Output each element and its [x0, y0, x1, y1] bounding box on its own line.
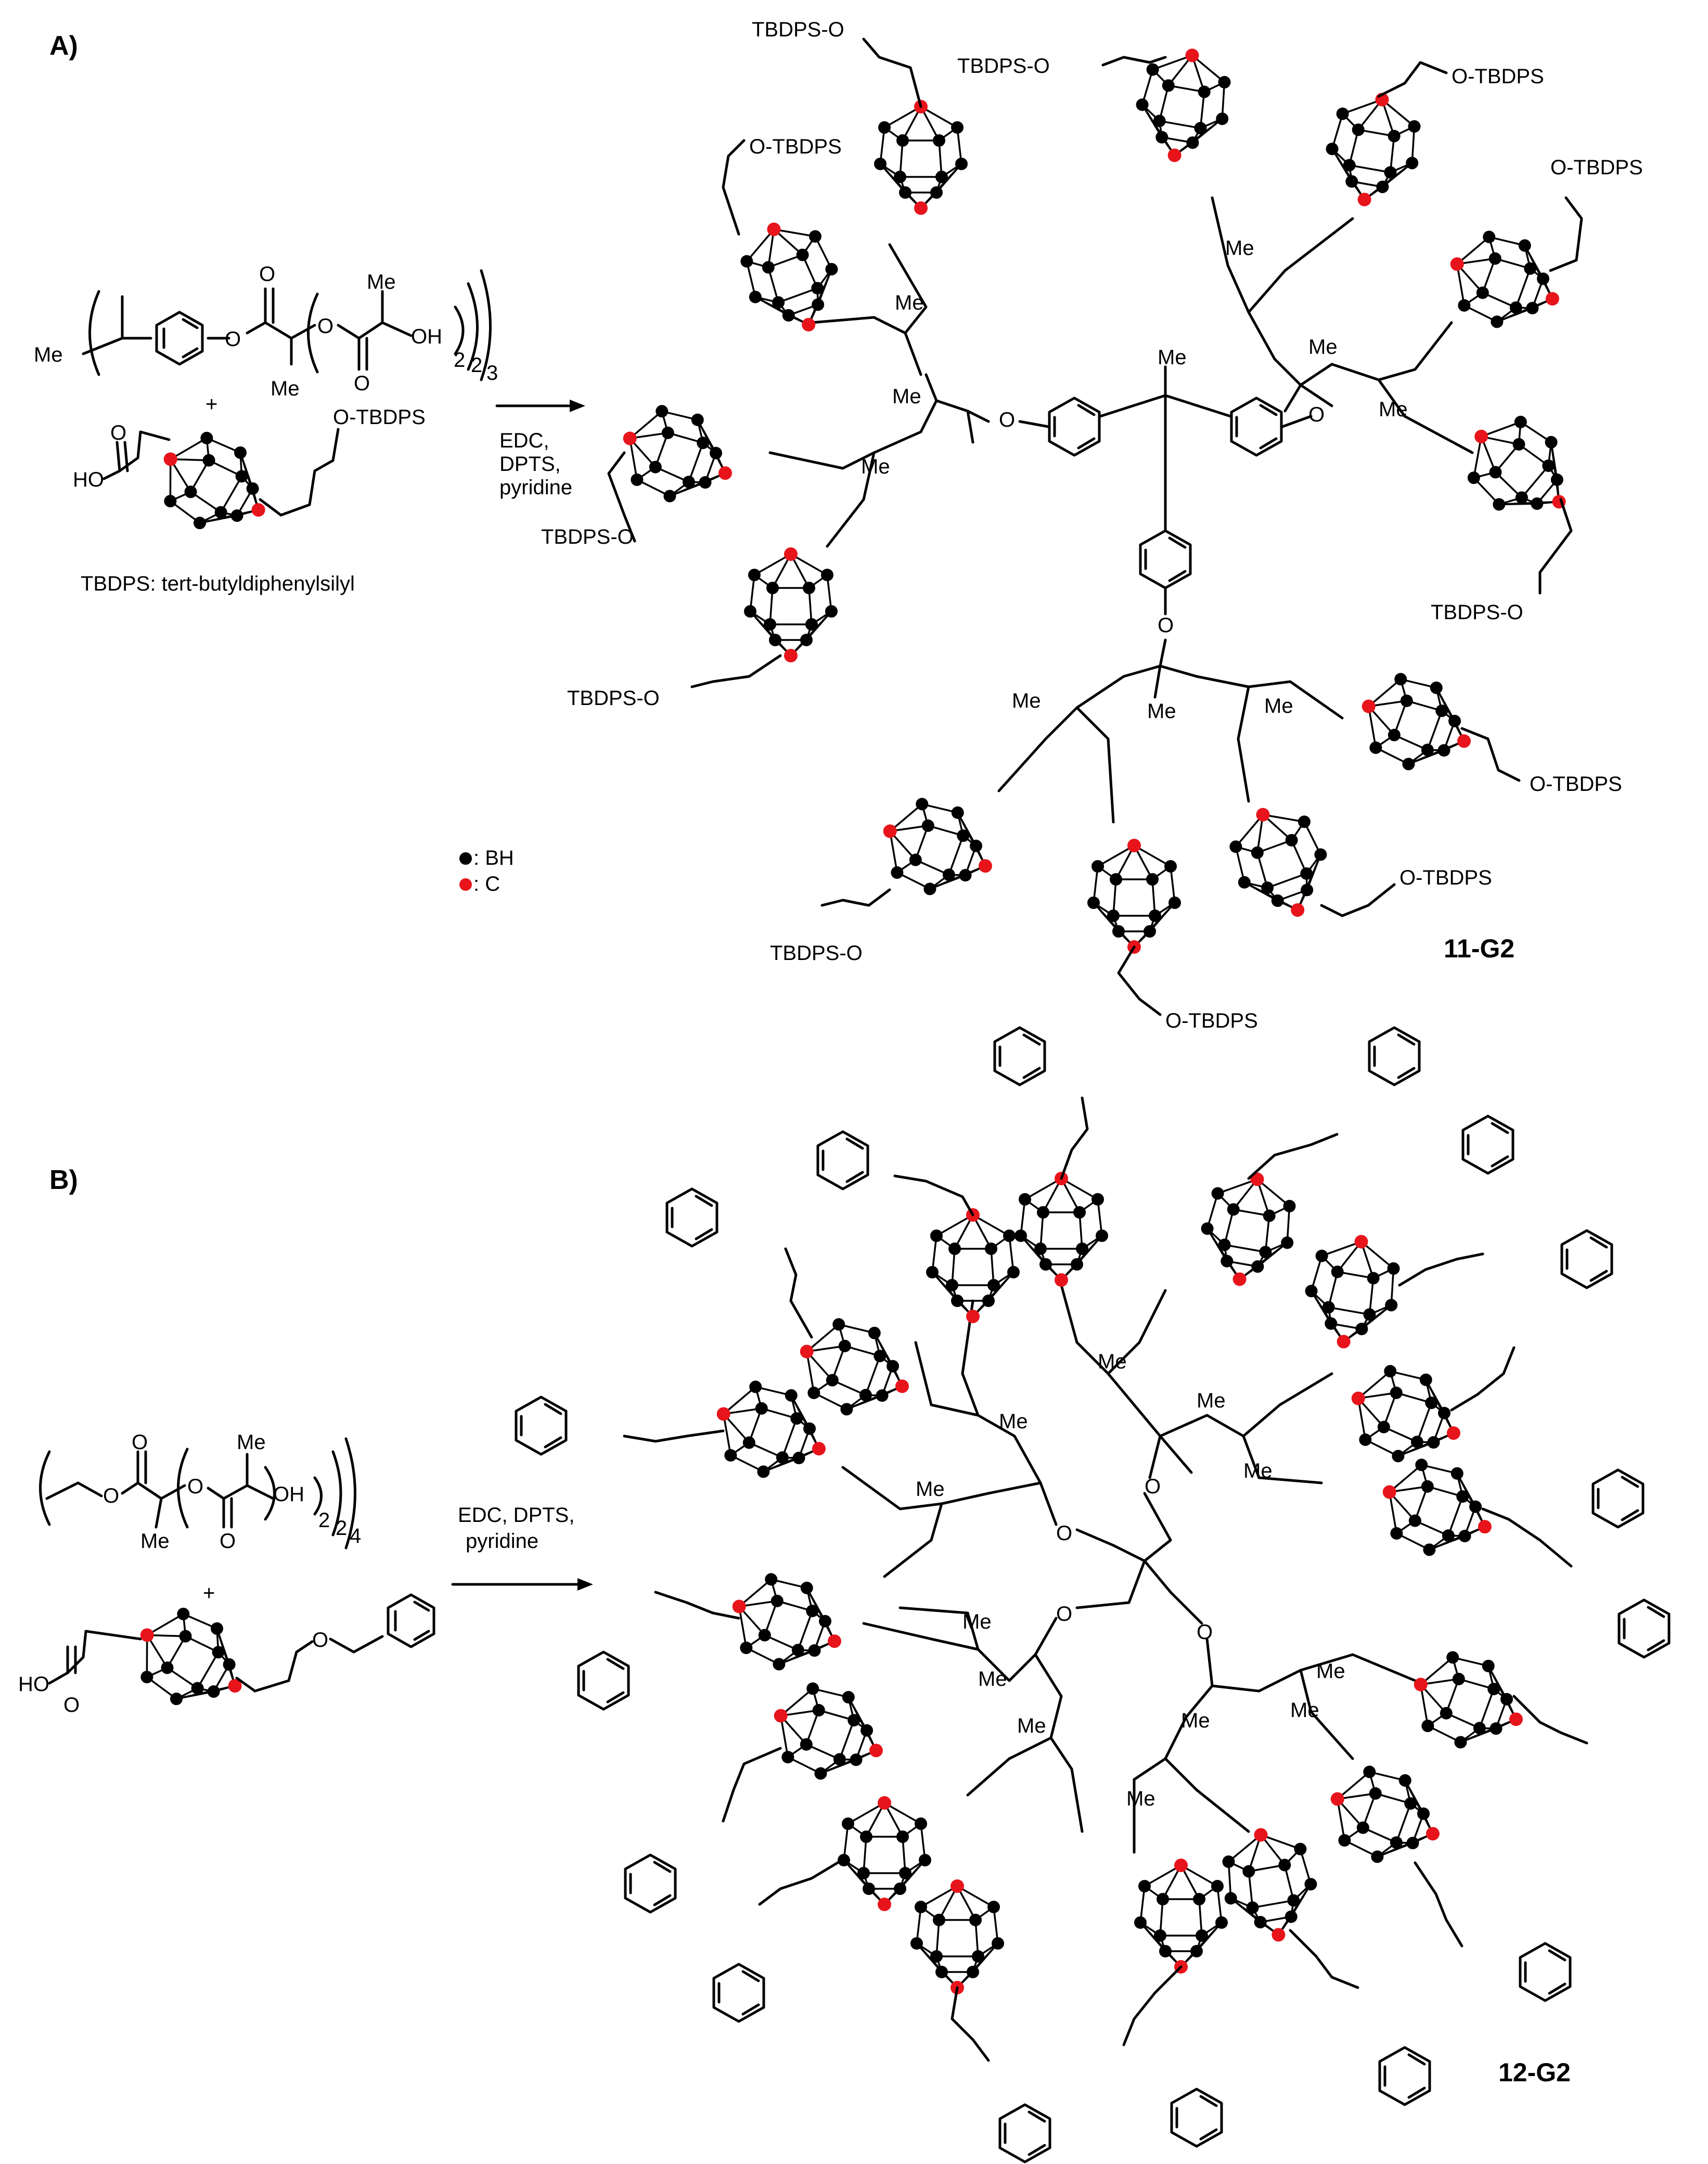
b-subscript-inner: 2 [318, 1509, 330, 1532]
core-o-2: O [1308, 403, 1325, 426]
legend-c-dot [459, 878, 472, 891]
b-g2-me-3: Me [916, 1478, 945, 1501]
panel-b-reactant-carborane-acid: HO O O [18, 1590, 434, 1731]
product-12-g2-structure: O O O O Me Me Me Me [516, 1028, 1669, 2162]
g1-me-5: Me [1012, 689, 1041, 712]
core-o-b: O [1056, 1522, 1072, 1545]
panel-a-reactant-dendron: Me Me Me O O O O OH 2 2 3 [34, 263, 498, 400]
panel-b-label: B) [49, 1165, 78, 1195]
end-group-7: O-TBDPS [1530, 773, 1622, 796]
end-group-6: TBDPS-O [1431, 601, 1523, 624]
b-o-carbonyl-2: O [220, 1530, 236, 1553]
end-group-12: TBDPS-O [770, 942, 863, 965]
b-o-ester-1: O [103, 1484, 119, 1507]
end-group-11: TBDPS-O [567, 687, 660, 710]
end-group-2: TBDPS-O [957, 55, 1050, 78]
g1-me-2: Me [861, 455, 890, 478]
panel-a-label: A) [49, 31, 78, 61]
end-group-8: O-TBDPS [1399, 866, 1492, 889]
compound-label-11-g2: 11-G2 [1444, 934, 1514, 963]
me-top-label: Me [367, 271, 396, 293]
b-g2-me-5: Me [1017, 1714, 1046, 1737]
end-group-1: TBDPS-O [752, 18, 844, 41]
reaction-arrow-a [495, 400, 585, 412]
b-subscript-mid: 2 [336, 1517, 347, 1540]
legend-bh-label: : BH [473, 847, 514, 869]
b-g2-me-1: Me [1098, 1350, 1127, 1373]
o-carbonyl-1: O [259, 263, 275, 286]
plus-sign-b: + [203, 1582, 215, 1605]
b-g2-me-7: Me [1126, 1787, 1155, 1810]
tbdps-ether-label: O-TBDPS [333, 406, 426, 429]
g1-me-3: Me [1225, 237, 1254, 260]
panel-b-reactant-dendron: O O O O Me Me OH 2 2 4 [39, 1431, 361, 1553]
o-ester-1: O [225, 328, 241, 351]
me-left-label: Me [34, 343, 63, 366]
plus-sign-a: + [206, 393, 217, 416]
b-me-top-label: Me [237, 1431, 266, 1454]
core-o-3: O [1158, 614, 1174, 637]
core-o-c: O [1056, 1603, 1072, 1625]
end-group-5: O-TBDPS [1550, 156, 1643, 179]
core-o-a: O [1145, 1475, 1161, 1498]
reagent-a-line3: pyridine [499, 476, 572, 499]
legend: : BH : C [459, 847, 514, 895]
tbdps-definition: TBDPS: tert-butyldiphenylsilyl [81, 572, 355, 595]
o-carbonyl-2: O [354, 372, 370, 395]
b-acid-o-label: O [63, 1694, 80, 1717]
reagent-a-line2: DPTS, [499, 453, 561, 476]
reagent-b-line1: EDC, DPTS, [458, 1504, 574, 1527]
core-me: Me [1158, 346, 1187, 369]
acid-o-label: O [110, 421, 126, 444]
b-me-3: Me [978, 1668, 1007, 1691]
subscript-mid: 2 [471, 354, 482, 377]
end-group-3: O-TBDPS [749, 135, 842, 158]
core-o-d: O [1197, 1621, 1213, 1644]
legend-c-label: : C [473, 873, 500, 895]
legend-bh-dot [459, 852, 472, 865]
inner-me-2: Me [1308, 336, 1338, 358]
g1-me-6: Me [1264, 695, 1293, 718]
inner-me-1: Me [892, 385, 921, 408]
panel-a-reactant-carborane-acid: HO O O-TBDPS [73, 406, 426, 555]
compound-label-12-g2: 12-G2 [1498, 2058, 1571, 2087]
b-g2-me-6: Me [1290, 1699, 1319, 1722]
reagent-a-line1: EDC, [499, 429, 549, 452]
b-ether-o-label: O [312, 1629, 328, 1651]
b-acid-ho-label: HO [18, 1673, 49, 1696]
b-o-ester-2: O [187, 1475, 203, 1498]
core-o-1: O [999, 408, 1015, 431]
b-o-carbonyl-1: O [132, 1431, 148, 1454]
subscript-outer: 3 [486, 362, 498, 385]
g1-me-4: Me [1379, 398, 1408, 421]
oh-label: OH [411, 325, 442, 348]
acid-ho-label: HO [73, 468, 104, 491]
product-11-g2-structure: Me O O O Me Me Me [606, 37, 1596, 1016]
b-g2-me-8: Me [1316, 1660, 1345, 1683]
end-group-10: TBDPS-O [541, 526, 634, 548]
end-group-9: O-TBDPS [1165, 1009, 1258, 1032]
subscript-inner: 2 [454, 349, 465, 372]
reagent-b-line2: pyridine [466, 1530, 538, 1553]
b-subscript-outer: 4 [350, 1525, 361, 1547]
b-oh-label: OH [273, 1483, 304, 1506]
reaction-arrow-b [451, 1578, 593, 1591]
b-me-1: Me [1197, 1389, 1226, 1412]
b-me-branch-label: Me [140, 1530, 170, 1553]
end-group-4: O-TBDPS [1452, 65, 1544, 88]
inner-me-3: Me [1147, 700, 1176, 723]
me-branch-label: Me [271, 377, 300, 400]
o-ester-2: O [317, 315, 333, 338]
